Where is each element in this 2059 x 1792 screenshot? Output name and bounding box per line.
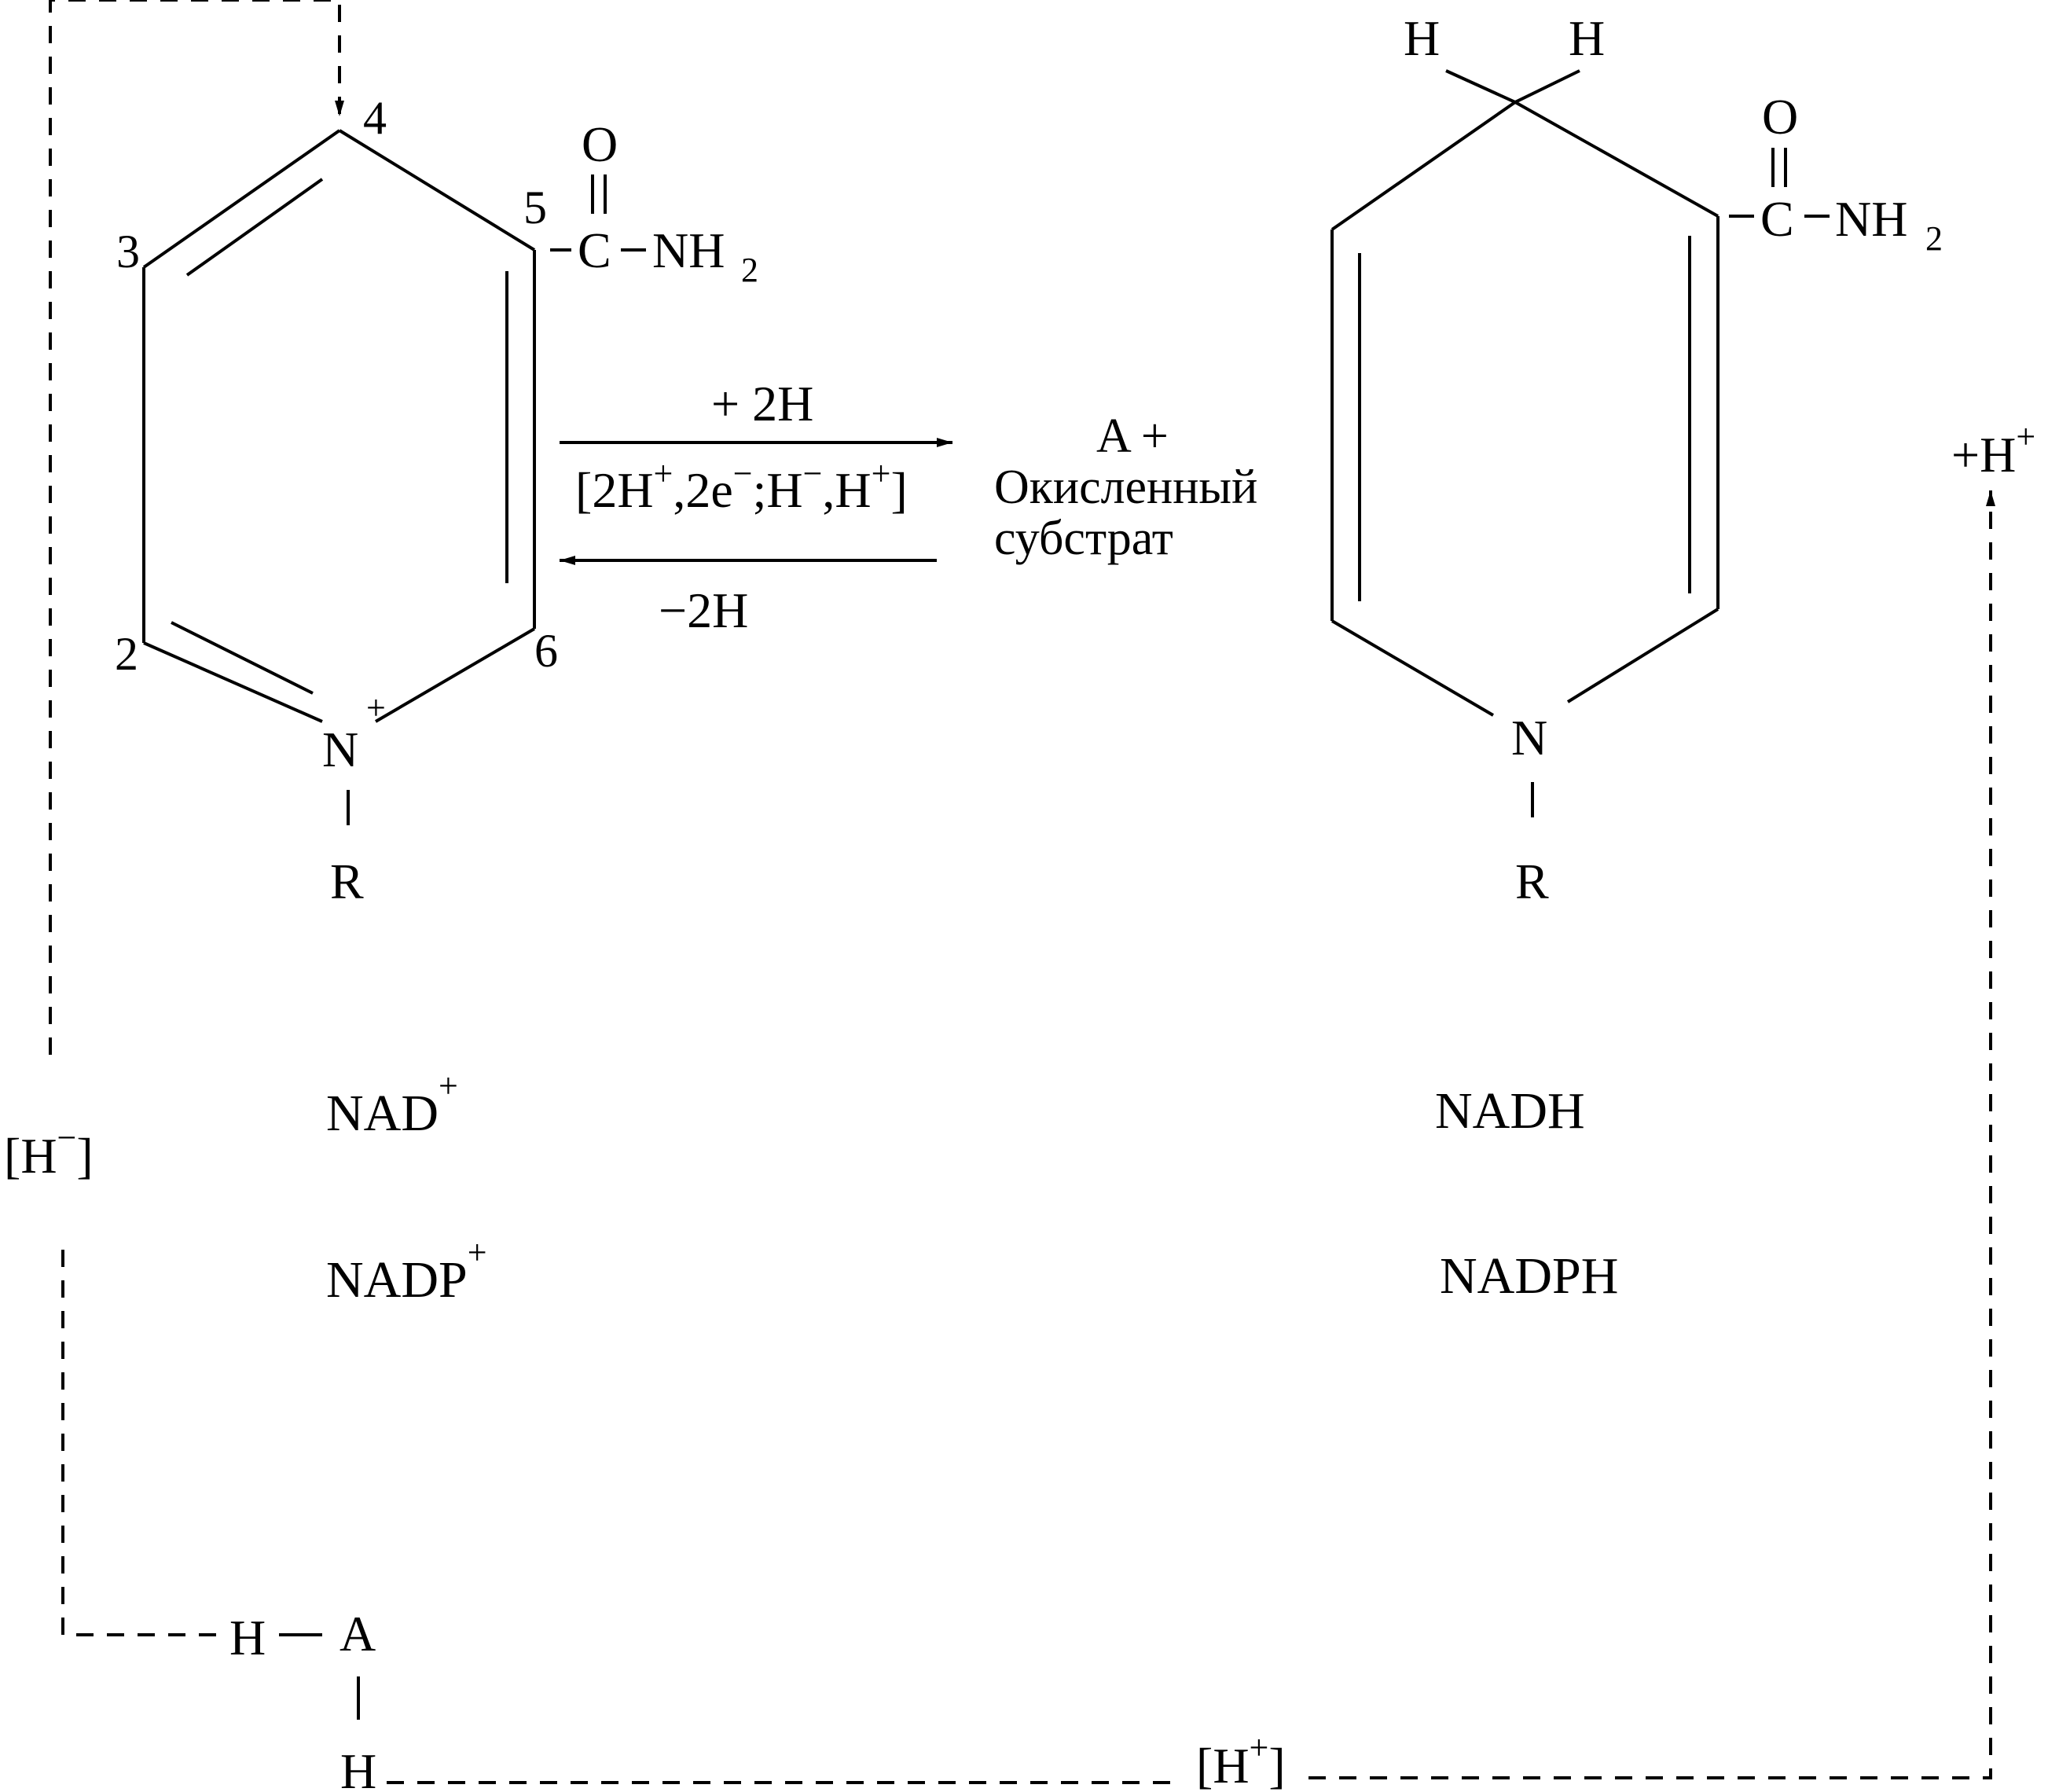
proton-path-right	[1308, 490, 1995, 1779]
carbonyl-carbon: C	[1760, 191, 1794, 247]
hydride-transfer-path: [H−]	[4, 0, 344, 1636]
cofactor-names: NAD+ NADP+ NADH NADPH	[326, 1067, 1618, 1309]
c4-hydrogen-right: H	[1569, 10, 1605, 66]
nad-oxidized-structure: 4 3 5 2 6 N + R O C NH 2	[115, 92, 758, 909]
ring-number-5: 5	[523, 182, 547, 233]
bond-c6-n	[374, 627, 536, 723]
detail-sup-1: +	[654, 454, 673, 493]
pyridinium-ring	[142, 129, 536, 825]
bond-n-c2-inner	[171, 621, 314, 695]
hydride-open: [H	[4, 1128, 57, 1184]
nadp-text: NADP	[326, 1251, 468, 1309]
substrate-atom-a: A	[339, 1606, 376, 1662]
proton-release-sup: +	[2016, 417, 2035, 456]
detail-sup-3: −	[803, 454, 823, 493]
hydride-sup: −	[57, 1118, 77, 1157]
amide-nh: NH	[652, 222, 725, 278]
amide-subscript: 2	[741, 251, 758, 289]
detail-sup-2: −	[733, 454, 753, 493]
hydride-path-lower	[61, 1250, 222, 1636]
substituent-r: R	[330, 854, 364, 909]
proton-sup: +	[1250, 1728, 1269, 1767]
note-line-3: субстрат	[994, 512, 1173, 565]
nadh-label: NADH	[1435, 1082, 1585, 1140]
ring-number-6: 6	[534, 625, 558, 677]
bond-c4-c5	[338, 129, 536, 252]
ring-number-2: 2	[115, 628, 138, 680]
reduced-substrate: H A H	[229, 1606, 376, 1792]
bond-n-c2	[143, 641, 323, 723]
nad-label: NAD+	[326, 1067, 458, 1142]
reverse-label: −2H	[659, 582, 748, 638]
bond-c6-n	[1566, 608, 1720, 703]
c4-hydrogen-left: H	[1404, 10, 1440, 66]
ring-number-3: 3	[116, 226, 140, 277]
amide-nh: NH	[1835, 191, 1907, 247]
bond-c3-c4	[142, 129, 341, 269]
hydride-path-upper	[49, 0, 344, 1055]
nadp-label: NADP+	[326, 1233, 487, 1309]
forward-label: + 2H	[711, 376, 813, 431]
substrate-hydrogen-left: H	[229, 1610, 266, 1665]
proton-label: [H+]	[1196, 1728, 1286, 1792]
dihydropyridine-ring	[1330, 101, 1720, 817]
detail-part-1: [2H	[575, 462, 654, 518]
oxidized-substrate-note: A + Окисленный субстрат	[994, 409, 1257, 565]
ring-number-4: 4	[363, 92, 387, 144]
hydride-label: [H−]	[4, 1118, 94, 1184]
proton-release-text: +H	[1951, 427, 2016, 483]
reaction-arrows: + 2H [2H+,2e−;H−,H+] −2H	[560, 376, 952, 638]
carboxamide-group: O C NH 2	[1729, 89, 1943, 258]
reaction-detail: [2H+,2e−;H−,H+]	[575, 454, 908, 518]
carbonyl-oxygen: O	[582, 116, 618, 172]
bond-c3-c4	[1330, 101, 1517, 231]
bond-c4-h-left	[1445, 69, 1516, 104]
proton-open: [H	[1196, 1738, 1250, 1792]
ring-nitrogen: N	[322, 722, 358, 777]
carbonyl-oxygen: O	[1762, 89, 1798, 145]
bond-c2-n	[1330, 619, 1495, 717]
nadh-reduced-structure: H H N R O C NH 2	[1330, 10, 1943, 909]
substituent-r: R	[1515, 854, 1549, 909]
bond-c3-c4-inner	[185, 178, 324, 277]
nitrogen-positive-charge: +	[366, 689, 386, 727]
carbonyl-carbon: C	[578, 222, 611, 278]
detail-part-5: ]	[890, 462, 907, 518]
proton-transfer-path: [H+] +H+	[387, 417, 2035, 1792]
amide-subscript: 2	[1925, 219, 1943, 258]
substrate-hydrogen-bottom: H	[340, 1743, 376, 1792]
detail-sup-4: +	[872, 454, 891, 493]
nad-text: NAD	[326, 1085, 439, 1142]
note-line-1: A +	[1096, 409, 1169, 463]
note-line-2: Окисленный	[994, 461, 1257, 514]
nadph-label: NADPH	[1440, 1247, 1618, 1305]
carboxamide-group: O C NH 2	[550, 116, 758, 289]
ring-nitrogen: N	[1511, 710, 1547, 766]
proton-close: ]	[1268, 1738, 1285, 1792]
nad-sup: +	[439, 1067, 458, 1105]
nadp-sup: +	[468, 1233, 487, 1272]
detail-part-4: ,H	[822, 462, 871, 518]
bond-c4-h-right	[1514, 69, 1580, 104]
proton-release-label: +H+	[1951, 417, 2035, 483]
detail-part-2: ,2e	[673, 462, 732, 518]
hydride-close: ]	[76, 1128, 93, 1184]
bond-c4-c5	[1514, 101, 1719, 218]
detail-part-3: ;H	[753, 462, 803, 518]
